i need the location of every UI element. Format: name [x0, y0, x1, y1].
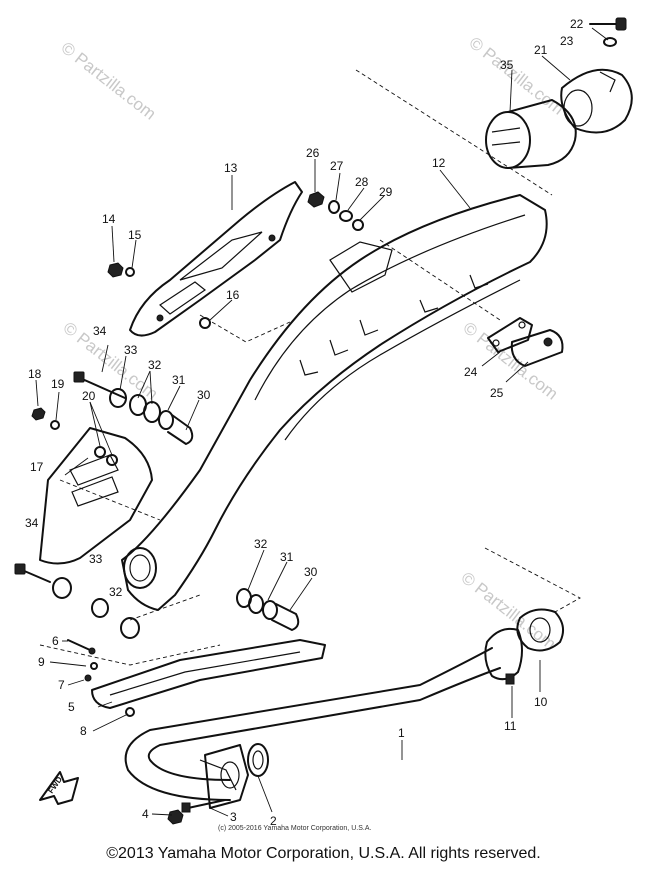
callout-20: 20 [82, 389, 96, 403]
bolt-34-upper [73, 371, 126, 399]
callout-32-upper: 32 [148, 358, 162, 372]
bolt-3 [181, 799, 226, 813]
callout-4: 4 [142, 807, 149, 821]
heat-protector-5 [91, 639, 326, 709]
callout-2: 2 [270, 814, 277, 828]
bolt-34-lower [14, 563, 51, 583]
washer-19 [50, 420, 60, 430]
callout-29: 29 [379, 185, 393, 199]
washer-23 [603, 37, 617, 47]
callouts: 1 2 3 4 5 6 7 8 9 10 11 12 13 14 15 16 1… [25, 17, 584, 828]
bolt-18 [31, 407, 46, 421]
callout-14: 14 [102, 212, 116, 226]
nut-4 [167, 809, 184, 825]
bolt-6 [67, 639, 96, 655]
grommet-8 [125, 707, 135, 717]
damper-32-upper [129, 394, 161, 423]
watermark-2: © Partzilla.com [466, 33, 568, 119]
washer-28 [339, 210, 353, 222]
callout-32-lower: 32 [254, 537, 268, 551]
callout-9: 9 [38, 655, 45, 669]
callout-1: 1 [398, 726, 405, 740]
washer-33-upper [109, 388, 127, 408]
watermark-1: © Partzilla.com [58, 38, 160, 124]
leader-lines [35, 27, 609, 817]
callout-30-lower: 30 [304, 565, 318, 579]
callout-7: 7 [58, 678, 65, 692]
callout-3: 3 [230, 810, 237, 824]
gasket-2 [247, 743, 269, 777]
bracket-24 [487, 317, 533, 353]
collar-29 [352, 219, 364, 231]
spacer-30-upper [167, 414, 194, 445]
callout-13: 13 [224, 161, 238, 175]
callout-32-mid: 32 [109, 585, 123, 599]
heat-shield-17 [39, 427, 153, 565]
callout-31-upper: 31 [172, 373, 186, 387]
bolt-14 [107, 262, 124, 278]
collar-31-lower [262, 600, 278, 620]
expansion-chamber-12 [121, 194, 548, 611]
callout-33-lower: 33 [89, 552, 103, 566]
bolt-22 [589, 17, 627, 31]
callout-23: 23 [560, 34, 574, 48]
callout-11: 11 [504, 719, 517, 733]
nut-7 [84, 674, 92, 682]
washer-27 [328, 200, 340, 214]
callout-26: 26 [306, 146, 320, 160]
forward-direction-arrow: FWD [39, 771, 79, 805]
callout-34-lower: 34 [25, 516, 39, 530]
callout-8: 8 [80, 724, 87, 738]
footer-copyright: ©2013 Yamaha Motor Corporation, U.S.A. A… [106, 845, 541, 862]
callout-31-lower: 31 [280, 550, 294, 564]
inner-copyright: (c) 2005-2016 Yamaha Motor Corporation, … [218, 825, 371, 832]
callout-5: 5 [68, 700, 75, 714]
callout-34-upper: 34 [93, 324, 107, 338]
damper-32-lower [91, 588, 264, 639]
callout-27: 27 [330, 159, 344, 173]
callout-22: 22 [570, 17, 584, 31]
collar-31-upper [158, 410, 174, 430]
callout-33-upper: 33 [124, 343, 138, 357]
washer-33-lower [52, 577, 72, 599]
grommet-16 [199, 317, 211, 329]
washer-9 [90, 662, 98, 670]
washer-15 [125, 267, 135, 277]
damper-25 [510, 329, 564, 367]
nut-26 [307, 191, 325, 208]
callout-17: 17 [30, 460, 44, 474]
callout-28: 28 [355, 175, 369, 189]
callout-6: 6 [52, 634, 59, 648]
spacer-30-lower [271, 603, 300, 631]
callout-35: 35 [500, 58, 514, 72]
clamp-11 [484, 627, 523, 685]
callout-25: 25 [490, 386, 504, 400]
assembly-reference-lines [39, 69, 581, 666]
end-cap-21 [560, 68, 633, 134]
callout-10: 10 [534, 695, 548, 709]
callout-12: 12 [432, 156, 446, 170]
callout-16: 16 [226, 288, 240, 302]
exhaust-flange [204, 744, 249, 809]
callout-24: 24 [464, 365, 478, 379]
heat-shield-13 [129, 181, 303, 337]
callout-30-upper: 30 [197, 388, 211, 402]
callout-18: 18 [28, 367, 42, 381]
callout-19: 19 [51, 377, 65, 391]
callout-21: 21 [534, 43, 548, 57]
exhaust-pipe-1 [124, 647, 501, 801]
callout-15: 15 [128, 228, 142, 242]
